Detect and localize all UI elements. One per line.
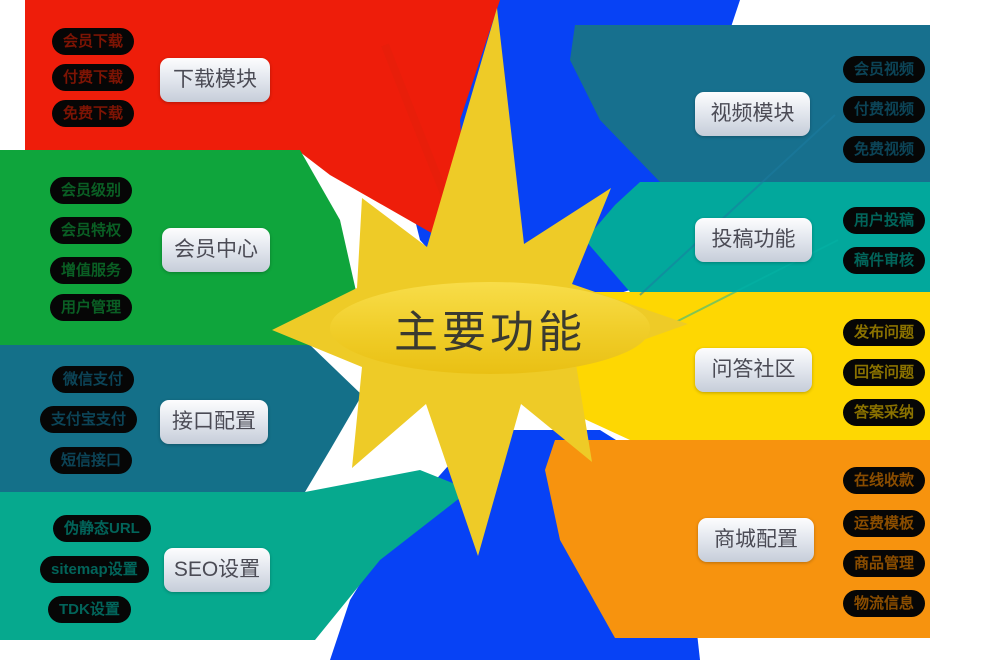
region-download [25, 0, 500, 255]
leaf-node: 回答问题 [843, 359, 926, 386]
leaf-node: 发布问题 [843, 319, 926, 346]
leaf-node: 付费视频 [843, 96, 926, 123]
leaf-node: 支付宝支付 [40, 406, 138, 433]
branch-mall-label: 商城配置 [698, 518, 814, 562]
branch-download-label: 下载模块 [160, 58, 270, 102]
leaf-node: 在线收款 [843, 467, 926, 494]
leaf-node: 短信接口 [50, 447, 133, 474]
leaf-node: 增值服务 [50, 257, 133, 284]
leaf-node: 物流信息 [843, 590, 926, 617]
central-topic-label: 主要功能 [394, 308, 586, 357]
leaf-node: 伪静态URL [53, 515, 151, 542]
connector-video-line [639, 114, 836, 296]
central-topic: 主要功能 [330, 282, 650, 374]
leaf-node: TDK设置 [48, 596, 131, 623]
leaf-node: 微信支付 [52, 366, 135, 393]
branch-api-label: 接口配置 [160, 400, 268, 444]
leaf-node: 付费下载 [52, 64, 135, 91]
branch-qa-label: 问答社区 [695, 348, 812, 392]
leaf-node: 用户管理 [50, 294, 133, 321]
leaf-node: 稿件审核 [843, 247, 926, 274]
leaf-node: 免费视频 [843, 136, 926, 163]
leaf-node: 会员下载 [52, 28, 135, 55]
leaf-node: 运费模板 [843, 510, 926, 537]
branch-video-label: 视频模块 [695, 92, 810, 136]
leaf-node: 会员视频 [843, 56, 926, 83]
leaf-node: 会员特权 [50, 217, 133, 244]
leaf-node: 会员级别 [50, 177, 133, 204]
leaf-node: 用户投稿 [843, 207, 926, 234]
branch-submit-label: 投稿功能 [695, 218, 812, 262]
leaf-node: 商品管理 [843, 550, 926, 577]
branch-seo-label: SEO设置 [164, 548, 270, 592]
leaf-node: 免费下载 [52, 100, 135, 127]
leaf-node: 答案采纳 [843, 399, 926, 426]
leaf-node: sitemap设置 [40, 556, 149, 583]
branch-member-label: 会员中心 [162, 228, 270, 272]
